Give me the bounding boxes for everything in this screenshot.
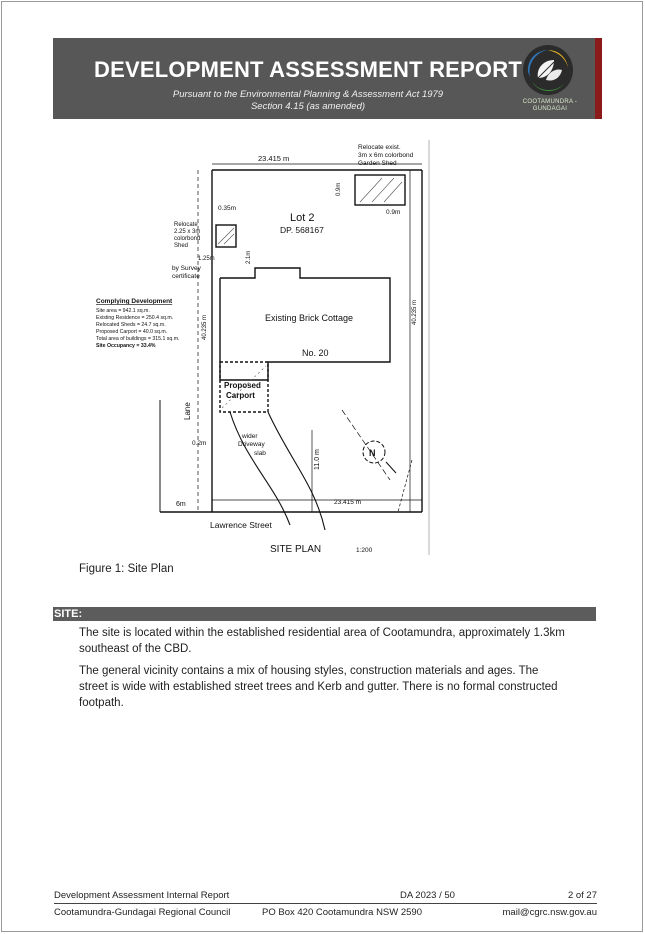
proposed-carport <box>219 361 269 413</box>
complying-line-4: Proposed Carport = 40.0 sq.m. <box>96 329 167 335</box>
dim-125m: 1.25m <box>198 256 215 262</box>
driveway-label-2: Driveway <box>238 441 265 448</box>
relocate-shed-4: Shed <box>174 243 188 249</box>
relocate-shed-1: Relocate <box>174 222 198 228</box>
shed-note-2: 3m x 6m colorbond <box>358 152 414 159</box>
dim-bottom: 23.415 m <box>334 499 361 506</box>
figure-border <box>428 140 430 555</box>
section-heading-bar: SITE: <box>53 607 596 621</box>
header-accent-strip <box>595 38 602 119</box>
relocate-shed-3: colorbond <box>174 236 200 242</box>
council-logo: COOTAMUNDRA - GUNDAGAI <box>518 42 578 118</box>
complying-line-2: Existing Residence = 250.4 sq.m. <box>96 315 173 321</box>
house-number: No. 20 <box>302 348 329 358</box>
lane-label: Lane <box>183 402 192 420</box>
garden-shed <box>354 174 406 206</box>
lot-number: Lot 2 <box>290 212 314 224</box>
footer-council: Cootamundra-Gundagai Regional Council <box>54 907 231 918</box>
footer-address: PO Box 420 Cootamundra NSW 2590 <box>262 907 423 918</box>
footer-da-number: DA 2023 / 50 <box>400 890 455 901</box>
driveway-edge-right <box>267 411 326 531</box>
logo-text-gundagai: GUNDAGAI <box>532 106 568 112</box>
complying-line-6: Site Occupancy = 33.4% <box>96 343 156 349</box>
dim-left-side: 40.235 m <box>202 315 208 340</box>
dim-2m: 2.1m <box>246 251 252 264</box>
report-title: DEVELOPMENT ASSESSMENT REPORT <box>94 57 522 82</box>
survey-note-1: by Survey <box>172 265 202 272</box>
street-label: Lawrence Street <box>210 520 273 530</box>
footer-report-name: Development Assessment Internal Report <box>54 890 230 901</box>
site-paragraph-1: The site is located within the establish… <box>79 627 565 655</box>
relocate-shed-2: 2.25 x 3m <box>174 229 200 235</box>
dim-shed-gap-vertical: 0.9m <box>336 183 342 196</box>
complying-line-1: Site area = 942.1 sq.m. <box>96 308 150 314</box>
north-label: N <box>369 448 376 458</box>
relocated-shed <box>215 224 237 248</box>
dim-035m: 0.35m <box>218 205 236 212</box>
section-title: SITE: <box>54 608 83 620</box>
driveway-label-1: wider <box>241 433 258 440</box>
plan-title: SITE PLAN <box>270 544 321 555</box>
complying-line-5: Total area of buildings = 315.1 sq.m. <box>96 336 179 342</box>
carport-label-2: Carport <box>226 391 255 400</box>
site-plan-figure: 23.415 m Relocate exist. 3m x 6m colorbo… <box>90 140 430 555</box>
cottage-label: Existing Brick Cottage <box>265 313 353 323</box>
plan-scale: 1:200 <box>356 547 373 554</box>
report-subtitle-act: Pursuant to the Environmental Planning &… <box>172 89 444 100</box>
complying-line-3: Relocated Sheds = 24.7 sq.m. <box>96 322 166 328</box>
header-banner: DEVELOPMENT ASSESSMENT REPORT Pursuant t… <box>53 38 602 119</box>
logo-text-cootamundra: COOTAMUNDRA - <box>522 99 578 105</box>
council-logo-icon <box>523 45 573 95</box>
dim-11m: 11.0 m <box>314 449 321 470</box>
footer-email[interactable]: mail@cgrc.nsw.gov.au <box>502 907 597 918</box>
footer-page-number: 2 of 27 <box>567 890 597 901</box>
dim-shed-gap-horizontal: 0.9m <box>386 209 400 216</box>
dim-6m: 6m <box>176 501 186 508</box>
report-subtitle-section: Section 4.15 (as amended) <box>250 101 366 112</box>
survey-note-2: certificate <box>172 273 200 280</box>
shed-note-3: Garden Shed <box>358 160 397 167</box>
complying-title: Complying Development <box>96 298 173 305</box>
figure-caption: Figure 1: Site Plan <box>79 563 174 575</box>
footer-divider <box>54 903 597 904</box>
driveway-label-3: slab <box>254 450 266 457</box>
shed-note-1: Relocate exist. <box>358 144 401 151</box>
driveway-edge-left <box>229 411 291 526</box>
site-paragraph-2: The general vicinity contains a mix of h… <box>79 665 558 709</box>
dim-02m: 0.2m <box>192 440 206 447</box>
dim-top: 23.415 m <box>258 154 289 163</box>
deposited-plan: DP. 568167 <box>280 225 324 235</box>
north-arrow <box>362 440 397 474</box>
site-plan-drawing: 23.415 m Relocate exist. 3m x 6m colorbo… <box>96 144 423 555</box>
dim-right-side: 40.235 m <box>412 300 418 325</box>
existing-cottage <box>219 267 391 381</box>
carport-label-1: Proposed <box>224 381 261 390</box>
